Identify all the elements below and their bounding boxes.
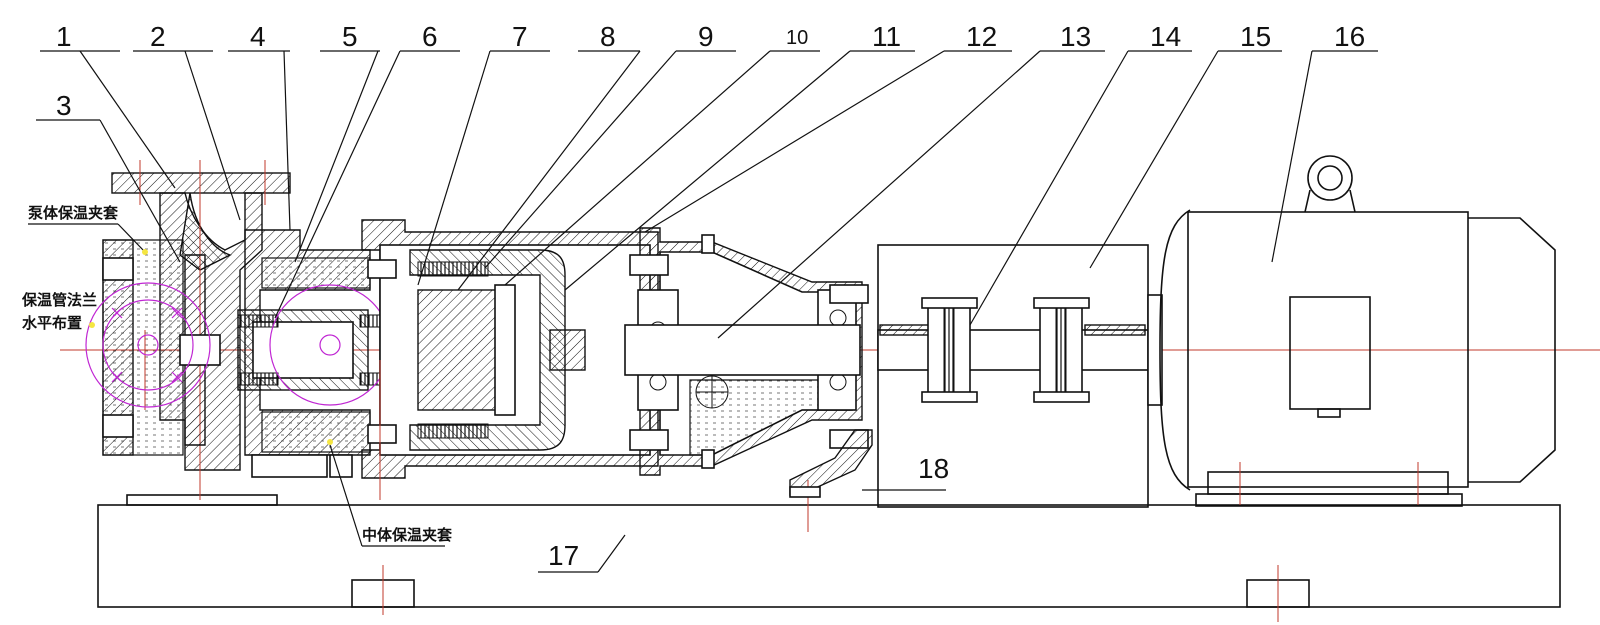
coupling — [877, 297, 1149, 403]
annotation-flange-line2: 水平布置 — [22, 314, 82, 332]
bearing-housing — [624, 227, 873, 498]
label-2: 2 — [150, 21, 166, 52]
label-1: 1 — [56, 21, 72, 52]
label-13: 13 — [1060, 21, 1091, 52]
construction-circles — [85, 282, 391, 408]
label-5: 5 — [342, 21, 358, 52]
label-16: 16 — [1334, 21, 1365, 52]
label-9: 9 — [698, 21, 714, 52]
base-frame — [97, 480, 1561, 622]
label-11: 11 — [872, 21, 901, 52]
bearing-bracket — [361, 219, 659, 500]
annotation-middle-jacket: 中体保温夹套 — [362, 526, 453, 544]
annotation-pump-jacket: 泵体保温夹套 — [28, 204, 119, 222]
motor — [1147, 155, 1556, 507]
label-18: 18 — [918, 453, 949, 484]
annotations: 泵体保温夹套 保温管法兰 水平布置 中体保温夹套 — [21, 204, 453, 547]
label-3: 3 — [56, 90, 72, 121]
label-4: 4 — [250, 21, 266, 52]
label-7: 7 — [512, 21, 528, 52]
annotation-flange-line1: 保温管法兰 — [21, 291, 97, 309]
label-10: 10 — [786, 27, 808, 49]
label-8: 8 — [600, 21, 616, 52]
label-15: 15 — [1240, 21, 1271, 52]
label-12: 12 — [966, 21, 997, 52]
part-labels: 1 2 4 5 6 7 8 9 10 11 12 13 14 15 16 3 1… — [36, 21, 1378, 573]
label-14: 14 — [1150, 21, 1181, 52]
label-6: 6 — [422, 21, 438, 52]
label-17: 17 — [548, 540, 579, 571]
